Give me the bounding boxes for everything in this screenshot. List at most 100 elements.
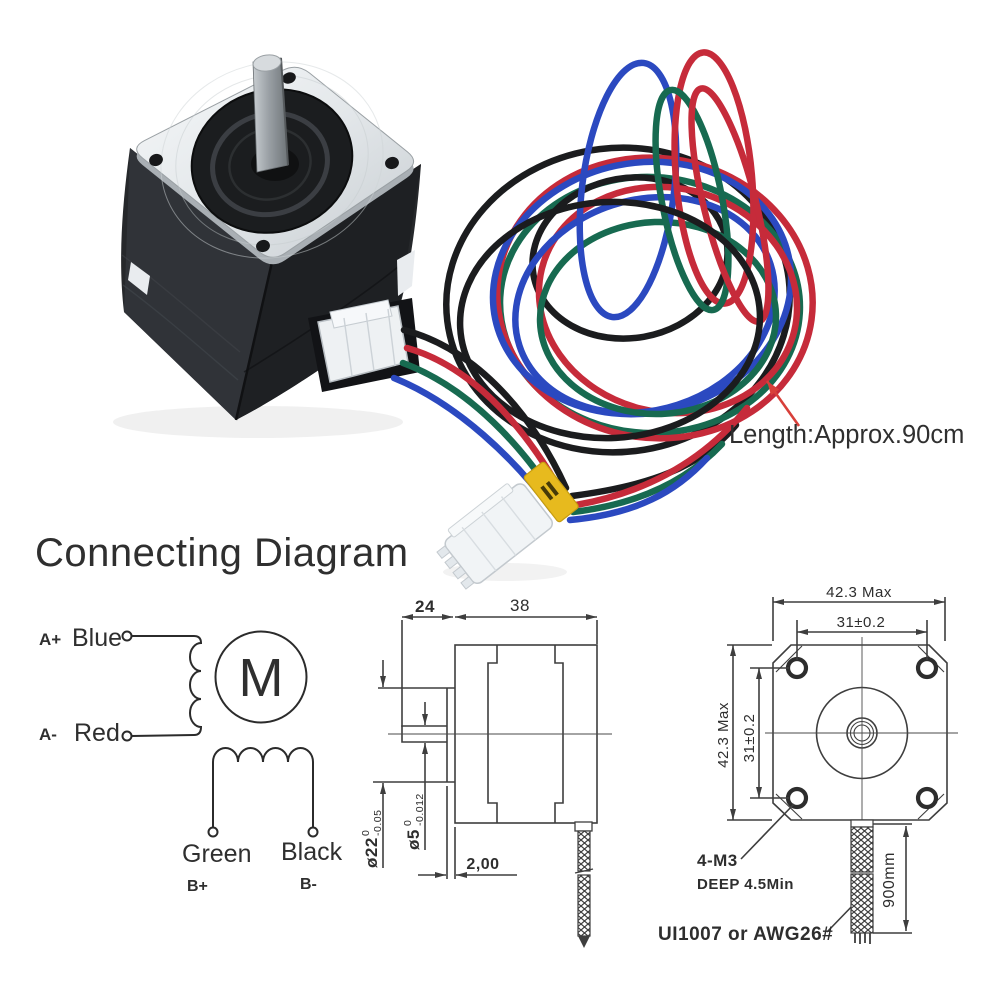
wire-tail-red: [572, 404, 751, 509]
stator-profile-left: [487, 645, 498, 823]
terminal-a-minus: [121, 730, 133, 742]
ext-lines-200: [446, 786, 456, 879]
plate-screw-hole: [256, 239, 270, 253]
product-photo: Length:Approx.90cm: [113, 49, 964, 590]
d5-tol-lower: -0.012: [414, 793, 426, 826]
terminal-label-a-plus: A+: [39, 630, 61, 649]
stator-profile-right: [554, 645, 564, 823]
wire-label-blue: Blue: [72, 624, 122, 652]
wire-loop-green: [536, 218, 780, 418]
jst-plug-slots: [461, 496, 536, 572]
ext-lines: [873, 823, 912, 934]
d22-main: ø22: [362, 837, 381, 868]
endcap-corner-right: [397, 250, 415, 296]
jst-plug: [436, 461, 579, 590]
wire-label-black: Black: [281, 838, 343, 866]
dim-pitch-h: 31±0.2: [837, 614, 886, 631]
terminal-label-b-minus: B-: [300, 876, 317, 893]
wire-label-green: Green: [182, 840, 251, 868]
mount-hole: [915, 656, 939, 680]
lamination-line: [122, 284, 239, 381]
terminal-label-a-minus: A-: [39, 725, 57, 744]
length-note: Length:Approx.90cm: [729, 421, 964, 449]
d22-tol-upper: 0: [360, 830, 372, 836]
faceplate-outline: [772, 644, 948, 821]
section-title: Connecting Diagram: [35, 531, 409, 575]
dim-24: 24: [415, 597, 435, 616]
callout-4m3: 4-M3: [697, 851, 738, 870]
endcap-corner-left: [128, 262, 150, 295]
phase-b-coil: [212, 747, 314, 828]
plate-machining-ring: [175, 74, 369, 246]
terminal-label-b-plus: B+: [187, 878, 208, 895]
jst-plug-pin: [452, 565, 467, 580]
shaft-edge-highlight: [280, 57, 289, 166]
plate-screw-hole: [385, 156, 399, 170]
motor-symbol-circle: [214, 630, 308, 724]
cable-braid: [577, 874, 591, 937]
wire-loop-red: [535, 183, 801, 417]
side-view-drawing: 24 38 ø22 0 -0.05 ø5 0 -0.012 2,00: [360, 596, 612, 948]
motor-edge: [234, 261, 274, 421]
cable-connector-stub: [574, 821, 593, 832]
motor-shadow: [113, 406, 403, 438]
front-view-drawing: 42.3 Max 31±0.2 42.3 Max 31±0.2 4-M3 DEE…: [658, 584, 958, 945]
jst-plug-pin: [436, 545, 451, 560]
dim-pitch-v: 31±0.2: [741, 714, 758, 763]
motor-connector-latch: [329, 299, 393, 329]
terminal-a-plus: [121, 630, 133, 642]
callout-depth: DEEP 4.5Min: [697, 876, 794, 893]
leader-4m3: [740, 803, 795, 860]
wire-loop-blue-tall: [576, 59, 680, 321]
stepper-motor: [121, 54, 421, 421]
dim-d22-text: ø22 0 -0.05: [360, 810, 384, 868]
dim-d5-text: ø5 0 -0.012: [402, 793, 426, 850]
mount-hole: [785, 786, 809, 810]
cable-band-mark: [540, 485, 554, 501]
jst-plug-pin: [460, 575, 475, 590]
cable-wire-stubs: [854, 933, 871, 944]
crosshair: [765, 637, 958, 821]
plate-screw-hole: [149, 153, 163, 167]
cable-tip: [578, 936, 590, 948]
cable-band-mark: [545, 481, 559, 497]
motor-symbol: M: [239, 648, 284, 708]
d5-main: ø5: [404, 829, 423, 850]
mount-hole: [785, 656, 809, 680]
length-arrow: [765, 380, 801, 427]
cable-braid: [577, 830, 591, 872]
shaft-top-cap: [252, 54, 282, 72]
plate-machining-ring: [160, 61, 384, 259]
wire-tail-blue: [566, 454, 711, 524]
motor-connector-slots: [343, 308, 396, 377]
cable-connector-stub: [850, 819, 874, 828]
dim-width-max: 42.3 Max: [826, 584, 892, 601]
wire-tails: [566, 404, 751, 524]
d22-tol-lower: -0.05: [372, 810, 384, 836]
motor-body-left-face: [124, 148, 272, 420]
dim-200: 2,00: [466, 856, 499, 873]
phase-a-coil: [131, 635, 203, 737]
dim-cable-length: 900mm: [881, 852, 898, 908]
motor-body-right-face: [236, 164, 421, 420]
terminal-b-minus: [307, 826, 319, 838]
mount-hole: [915, 786, 939, 810]
lead-black: [400, 326, 570, 492]
pilot-boss: [373, 687, 455, 783]
d5-tol-upper: 0: [402, 820, 414, 826]
terminal-b-plus: [207, 826, 219, 838]
cable-braid: [850, 826, 874, 873]
ext-lines: [796, 620, 928, 660]
dim-38: 38: [510, 596, 530, 615]
jst-plug-pin: [444, 555, 459, 570]
dim-height-max: 42.3 Max: [715, 702, 732, 768]
side-cable: [574, 821, 594, 948]
front-cable: [850, 819, 874, 944]
cable-break: [574, 868, 594, 874]
plate-screw-hole: [282, 72, 296, 84]
wire-label-red: Red: [74, 719, 120, 747]
wire-loop-black: [456, 198, 764, 442]
cable-band: [523, 461, 579, 523]
